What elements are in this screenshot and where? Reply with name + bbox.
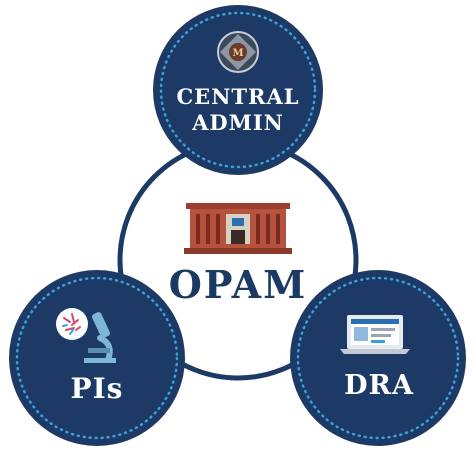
right-node-circle [290,270,466,446]
top-node-label-line1: CENTRAL [176,84,300,109]
right-node-dotted-ring [296,276,460,440]
left-node-label: PIs [70,372,124,405]
microscope-icon [56,308,116,363]
top-node-label-line2: ADMIN [192,110,284,135]
laptop-icon [340,315,410,354]
center-label-opam: OPAM [168,262,308,307]
building-icon [184,203,292,254]
top-node-dotted-ring [159,11,317,169]
left-node-dotted-ring [15,276,179,440]
right-node-label: DRA [344,370,414,401]
compass-emblem-icon: M [217,31,259,73]
svg-text:M: M [232,48,243,59]
top-node-circle [153,5,323,175]
